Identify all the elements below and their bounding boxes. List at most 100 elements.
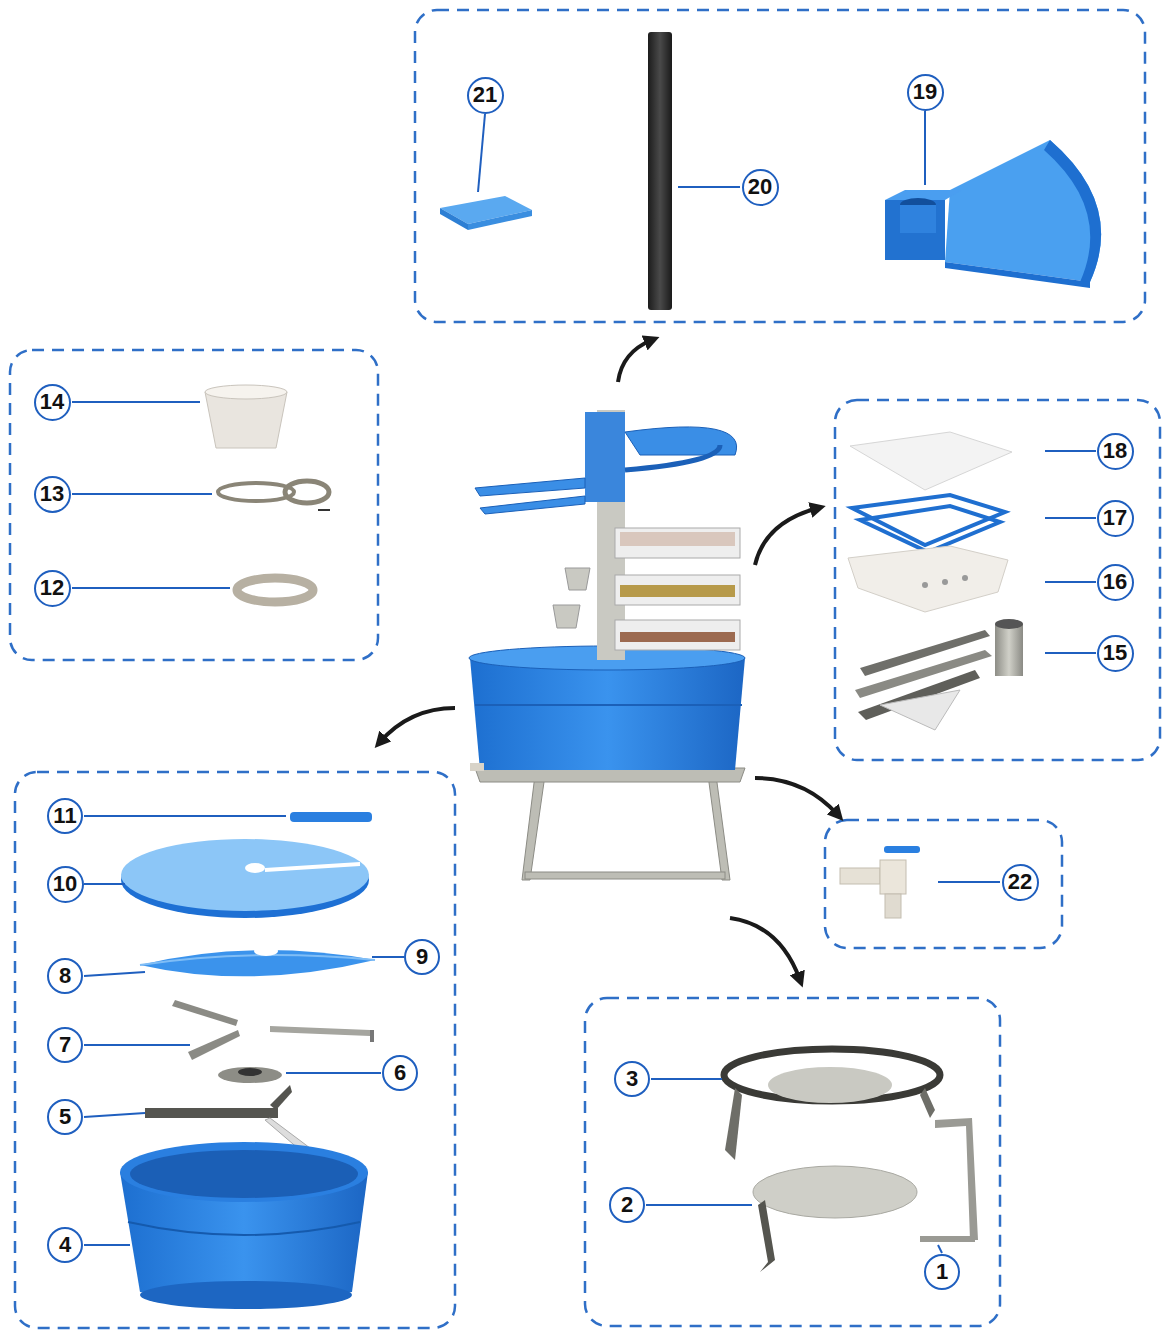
- spiral-part: [475, 478, 585, 496]
- pole-part: [648, 32, 672, 310]
- callout-circle: 5: [47, 1099, 83, 1135]
- callout-circle: 17: [1097, 500, 1134, 537]
- spiral-part: [625, 445, 720, 470]
- callout-circle: 21: [467, 77, 504, 114]
- tray-part: [962, 575, 968, 581]
- spiral-tray-part: [945, 140, 1101, 282]
- spiral-tray-part: [945, 262, 1090, 288]
- group-frame: [10, 350, 378, 660]
- bracket-part: [188, 1030, 240, 1060]
- cup-part: [205, 392, 287, 448]
- leader-line: [1045, 581, 1096, 583]
- callout-number: 18: [1103, 440, 1127, 462]
- plate-part: [850, 432, 1012, 490]
- leader-line: [72, 587, 230, 589]
- tub-part: [120, 1142, 368, 1202]
- leader-line: [72, 401, 200, 403]
- stand-part: [525, 872, 725, 879]
- leader-line: [84, 1044, 190, 1046]
- leader-line: [1045, 450, 1096, 452]
- callout-circle: 9: [404, 939, 440, 975]
- group-frame: [15, 772, 455, 1328]
- leader-line: [646, 1079, 942, 1253]
- bar-part: [290, 812, 372, 822]
- leader-line: [938, 881, 1000, 883]
- callout-number: 14: [40, 391, 64, 413]
- leader-line: [646, 1204, 752, 1206]
- callout-circle: 6: [382, 1055, 418, 1091]
- tub-part: [128, 1222, 360, 1235]
- grow-tray-part: [615, 528, 740, 558]
- callout-number: 6: [394, 1062, 406, 1084]
- tank-part: [475, 704, 742, 706]
- stand-part: [475, 768, 745, 880]
- callout-number: 17: [1103, 507, 1127, 529]
- cover-part: [121, 839, 369, 911]
- leader-line: [84, 972, 145, 976]
- base-plate-part: [758, 1200, 775, 1272]
- group-frame: [835, 400, 1160, 760]
- faucet-part: [885, 894, 901, 918]
- frame-part: [852, 495, 1005, 552]
- pointer-arrow: [380, 708, 455, 742]
- spiral-tray-part: [1044, 140, 1101, 282]
- bracket-part: [370, 1030, 374, 1042]
- flange-part: [238, 1068, 262, 1076]
- bracket-part: [920, 1118, 978, 1242]
- flange-part: [218, 1067, 282, 1083]
- ring-part: [237, 578, 313, 602]
- base-plate-part: [753, 1166, 917, 1218]
- spiral-part: [480, 496, 585, 514]
- callout-number: 2: [621, 1194, 633, 1216]
- leader-line: [84, 1244, 130, 1246]
- leader-line: [1045, 451, 1096, 653]
- bracket-part: [855, 619, 1023, 730]
- tray-part: [922, 582, 928, 588]
- ring-part: [318, 509, 330, 511]
- leader-line: [478, 111, 925, 192]
- grow-tray-part: [615, 528, 740, 650]
- callout-number: 15: [1103, 642, 1127, 664]
- group-frame: [825, 820, 1062, 948]
- callout-number: 8: [59, 965, 71, 987]
- callout-circle: 3: [614, 1061, 650, 1097]
- bracket-part: [172, 1000, 374, 1060]
- callout-number: 22: [1008, 871, 1032, 893]
- callout-circle: 15: [1097, 635, 1134, 672]
- leader-line: [84, 883, 125, 885]
- base-plate-part: [753, 1166, 917, 1272]
- callout-number: 3: [626, 1068, 638, 1090]
- plate-part: [850, 432, 1012, 490]
- callout-number: 4: [59, 1234, 71, 1256]
- tub-part: [130, 1150, 358, 1198]
- cup-part: [205, 385, 287, 399]
- callout-number: 12: [40, 577, 64, 599]
- bracket-part: [172, 1000, 238, 1026]
- faucet-part: [840, 868, 880, 884]
- group-frame: [415, 10, 1145, 322]
- callout-number: 19: [913, 81, 937, 103]
- spiral-tray-part: [900, 205, 936, 233]
- tank-part: [469, 646, 745, 771]
- bracket-part: [270, 1085, 292, 1110]
- faucet-part: [840, 846, 920, 918]
- lid-part: [440, 196, 532, 230]
- callout-circle: 4: [47, 1227, 83, 1263]
- bracket-part: [270, 1026, 370, 1036]
- leader-line: [84, 815, 286, 817]
- cover-part: [140, 946, 375, 976]
- pointer-arrow: [730, 918, 800, 980]
- cover-part: [254, 946, 278, 956]
- callout-circle: 16: [1097, 564, 1134, 601]
- bracket-part: [995, 619, 1023, 629]
- callout-circle: 22: [1002, 864, 1039, 901]
- flange-part: [218, 1067, 282, 1083]
- callout-number: 1: [936, 1261, 948, 1283]
- callout-number: 10: [53, 873, 77, 895]
- stand-frame-part: [920, 1088, 935, 1118]
- callout-circle: 12: [34, 570, 71, 607]
- tray-part: [942, 579, 948, 585]
- callout-circle: 2: [609, 1187, 645, 1223]
